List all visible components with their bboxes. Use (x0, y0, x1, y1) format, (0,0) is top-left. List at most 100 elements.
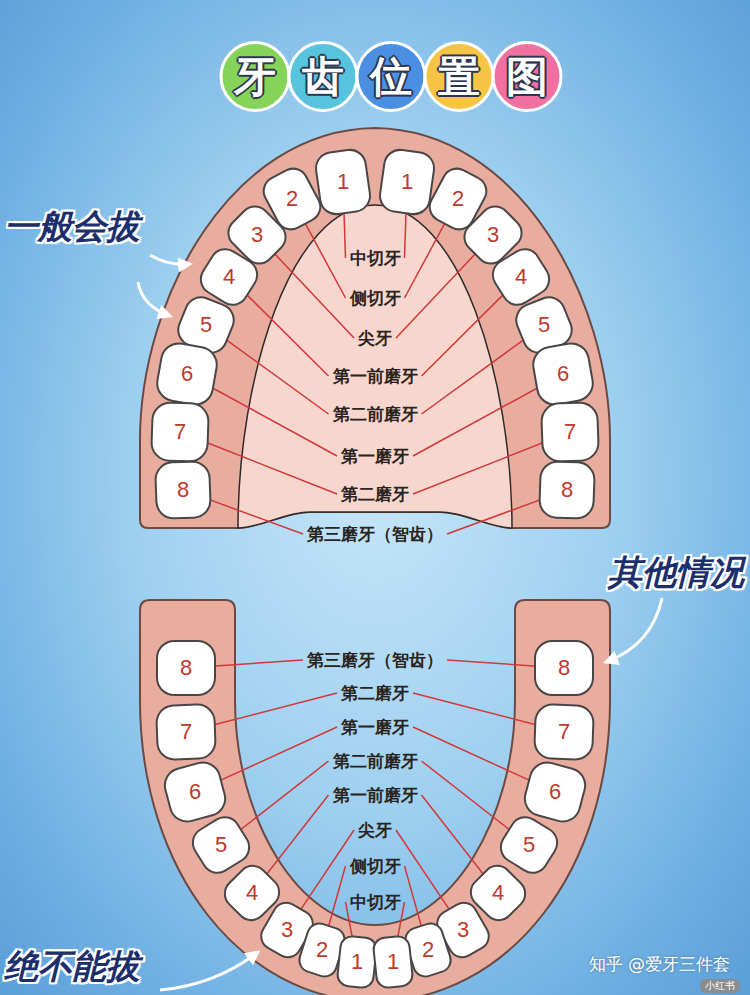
tooth-number: 1 (387, 951, 399, 973)
tooth-outline (378, 148, 436, 216)
tooth: 8 (537, 639, 591, 697)
tooth-name: 尖牙 (358, 328, 392, 348)
tooth-number: 2 (286, 188, 298, 210)
tooth-number: 4 (492, 882, 504, 904)
tooth: 5 (519, 300, 569, 350)
tooth-number: 8 (180, 657, 192, 679)
tooth-name: 中切牙 (350, 892, 401, 912)
tooth: 7 (537, 703, 591, 761)
tooth-name: 第二前磨牙 (333, 404, 418, 424)
tooth-name: 第一磨牙 (341, 717, 409, 737)
tooth: 2 (269, 171, 315, 227)
tooth-name: 侧切牙 (350, 288, 401, 308)
tooth-number: 3 (487, 224, 499, 246)
tooth-number: 5 (523, 834, 535, 856)
leader-line (447, 660, 541, 666)
tooth-number: 4 (246, 882, 258, 904)
lower-gum (140, 600, 610, 995)
tooth: 3 (470, 209, 516, 261)
tooth-number: 7 (564, 421, 576, 443)
tooth-name: 第一前磨牙 (333, 366, 418, 386)
leader-line (447, 498, 545, 534)
watermark-badge: 小红书 (700, 979, 740, 993)
leader-line (422, 291, 507, 376)
leader-line (243, 291, 328, 376)
tooth-number: 7 (180, 721, 192, 743)
tooth: 6 (534, 346, 592, 402)
title: 牙齿位置图 (234, 56, 574, 98)
leader-line (301, 216, 345, 298)
leader-line (264, 795, 329, 878)
tooth-number: 2 (452, 188, 464, 210)
leader-line (413, 727, 534, 782)
tooth-name: 第二磨牙 (341, 484, 409, 504)
tooth: 4 (475, 869, 521, 917)
tooth: 8 (539, 463, 595, 517)
tooth-outline (534, 704, 594, 760)
tooth: 2 (435, 171, 481, 227)
leader-line (209, 660, 303, 666)
tooth-name: 第一磨牙 (341, 446, 409, 466)
palate (238, 205, 512, 528)
tooth-name: 第二磨牙 (341, 683, 409, 703)
tooth-number: 6 (549, 781, 561, 803)
leader-line (216, 727, 337, 782)
tooth: 8 (155, 463, 211, 517)
tooth: 2 (409, 925, 447, 975)
callout-text: 其他情况 (608, 552, 744, 593)
tooth-name: 第三磨牙（智齿） (307, 650, 443, 670)
callout-arrow (138, 282, 170, 316)
tooth-name: 尖牙 (358, 820, 392, 840)
tooth: 6 (528, 764, 582, 820)
leader-line (405, 216, 449, 298)
tooth: 3 (266, 905, 308, 955)
leader-line (237, 761, 329, 833)
leader-line (208, 386, 337, 456)
tooth-number: 8 (558, 657, 570, 679)
tooth-name: 侧切牙 (350, 856, 401, 876)
leader-line (270, 249, 354, 338)
tooth: 5 (197, 820, 245, 870)
callout-arrow (160, 952, 258, 990)
tooth: 4 (229, 869, 275, 917)
tooth-number: 4 (223, 266, 235, 288)
tooth: 7 (541, 404, 599, 460)
tooth-number: 8 (561, 479, 573, 501)
tooth-number: 3 (251, 224, 263, 246)
tooth-number: 5 (215, 834, 227, 856)
tooth-outline (161, 759, 229, 826)
tooth: 1 (375, 937, 411, 987)
leader-line (413, 386, 542, 456)
tooth-number: 4 (515, 266, 527, 288)
tooth-number: 6 (557, 363, 569, 385)
callout-arrow (150, 255, 190, 264)
tooth: 6 (158, 346, 216, 402)
tooth-outline (530, 341, 595, 408)
leader-line (208, 693, 337, 726)
tooth-number: 1 (351, 951, 363, 973)
tooth: 8 (159, 639, 213, 697)
callout-arrow (606, 598, 662, 662)
leader-line (205, 498, 303, 534)
tooth-outline (151, 402, 209, 462)
tooth-number: 7 (558, 721, 570, 743)
tooth-outline (154, 341, 219, 408)
tooth-number: 6 (189, 781, 201, 803)
tooth-name: 第一前磨牙 (333, 785, 418, 805)
tooth: 1 (339, 937, 375, 987)
leader-line (413, 441, 548, 494)
tooth: 5 (505, 820, 553, 870)
watermark: 知乎 @爱牙三件套 (589, 954, 730, 974)
tooth-number: 5 (538, 314, 550, 336)
tooth-number: 1 (401, 171, 413, 193)
tooth-number: 6 (181, 363, 193, 385)
leader-line (396, 249, 480, 338)
tooth: 3 (442, 905, 484, 955)
tooth-name: 第三磨牙（智齿） (307, 524, 443, 544)
tooth: 4 (205, 252, 253, 302)
tooth-number: 3 (281, 919, 293, 941)
tooth-name: 第二前磨牙 (333, 751, 418, 771)
tooth: 5 (181, 300, 231, 350)
tooth-outline (535, 641, 593, 695)
